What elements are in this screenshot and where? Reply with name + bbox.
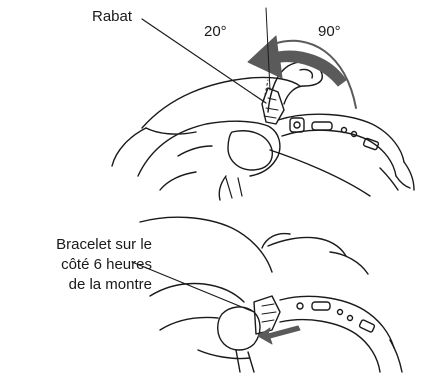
- top-back-hand: [142, 77, 300, 128]
- push-arrow: [258, 326, 300, 344]
- bottom-panel-illustration: [132, 217, 402, 372]
- angle-90-label: 90°: [318, 22, 341, 42]
- bracelet-label-line-3: de la montre: [2, 275, 152, 295]
- band-slot: [312, 122, 332, 130]
- bottom-clasp: [254, 296, 280, 334]
- bottom-lower-hand: [150, 284, 244, 303]
- bracelet-label-line-1: Bracelet sur le: [2, 235, 152, 255]
- rotation-arrow: [248, 36, 346, 86]
- angle-20-label: 20°: [204, 22, 227, 42]
- bracelet-label: Bracelet sur le côté 6 heures de la mont…: [2, 235, 152, 295]
- clasp-link: [290, 118, 304, 132]
- top-front-hand: [138, 121, 280, 176]
- bottom-upper-hand: [140, 217, 272, 272]
- top-panel-illustration: [112, 8, 414, 200]
- bracelet-label-line-2: côté 6 heures: [2, 255, 152, 275]
- rabat-label: Rabat: [92, 7, 132, 27]
